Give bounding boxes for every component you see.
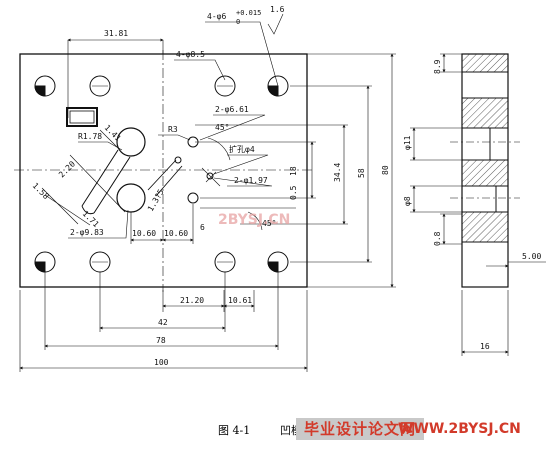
expand-hole-label: 扩孔φ4 xyxy=(229,144,255,154)
die-hole-upper xyxy=(116,127,146,157)
dim-58: 58 xyxy=(357,168,366,178)
figure-number: 图 4-1 xyxy=(218,424,250,437)
front-view-labels: 31.81 100 78 42 21.20 10.61 10.60 10.60 … xyxy=(31,5,390,367)
angle-45-upper: 45° xyxy=(215,123,229,132)
side-view-labels: φ11 φ8 0.8 8.9 5.00 16 xyxy=(403,59,541,351)
tolerance-upper-dev: +0.015 xyxy=(236,9,261,17)
side-view xyxy=(410,53,546,356)
dim-42: 42 xyxy=(158,318,168,327)
dim-0-8: 0.8 xyxy=(433,231,442,246)
holes-8-5-label: 4-φ8.5 xyxy=(176,50,205,59)
dim-80: 80 xyxy=(381,165,390,175)
dim-1-58: 1.58 xyxy=(31,181,51,201)
watermark-url: WWW.2BYSJ.CN xyxy=(398,421,521,437)
dim-31-81: 31.81 xyxy=(104,29,128,38)
dim-0-5: 0.5 xyxy=(289,185,298,200)
holes-9-83-label: 2-φ9.83 xyxy=(70,228,104,237)
angle-45-lower: 45° xyxy=(262,219,276,228)
holes-6-61-label: 2-φ6.61 xyxy=(215,105,249,114)
front-view xyxy=(14,13,396,372)
dim-16: 16 xyxy=(480,342,490,351)
dim-phi-11: φ11 xyxy=(403,135,412,150)
dim-8-9: 8.9 xyxy=(433,59,442,74)
dim-1-71: 1.71 xyxy=(81,209,101,229)
dim-1-41: 1.41 xyxy=(103,123,123,143)
dim-10-61: 10.61 xyxy=(228,296,252,305)
radius-1-78-label: R1.78 xyxy=(78,132,102,141)
dim-21-20: 21.20 xyxy=(180,296,204,305)
dim-10-60-a: 10.60 xyxy=(132,229,156,238)
dim-2-20: 2.20 xyxy=(57,159,77,179)
dim-phi-8: φ8 xyxy=(403,196,412,206)
radius-3-label: R3 xyxy=(168,125,178,134)
dim-5-00: 5.00 xyxy=(522,252,541,261)
dim-100: 100 xyxy=(154,358,169,367)
die-plate-outline xyxy=(19,53,308,288)
pin-holes xyxy=(89,75,236,273)
tolerance-holes-label: 4-φ6 xyxy=(207,12,226,21)
watermark-center: 2BYSJ.CN xyxy=(218,212,290,228)
dim-34-4: 34.4 xyxy=(333,163,342,182)
slot xyxy=(66,107,98,127)
dim-10-60-b: 10.60 xyxy=(164,229,188,238)
watermark-brand: 毕业设计论文网 xyxy=(296,418,425,440)
tolerance-lower-dev: 0 xyxy=(236,18,240,26)
holes-1-97-label: 2-φ1.97 xyxy=(234,176,268,185)
dim-78: 78 xyxy=(156,336,166,345)
dim-6: 6 xyxy=(200,223,205,232)
corner-holes xyxy=(34,75,289,273)
roughness-value: 1.6 xyxy=(270,5,285,14)
dim-18: 18 xyxy=(289,166,298,176)
